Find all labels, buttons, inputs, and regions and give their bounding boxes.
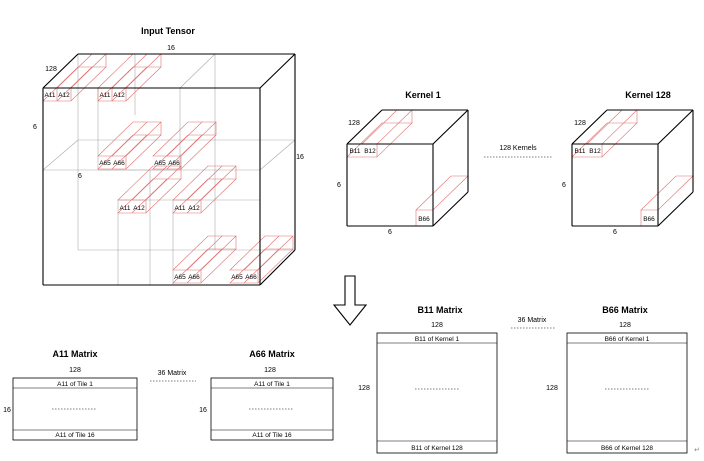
- input-tensor-cube: [42, 53, 296, 286]
- b11-matrix-first-row: B11 of Kernel 1: [415, 336, 460, 343]
- a11-matrix-first-row: A11 of Tile 1: [57, 381, 93, 388]
- kernel-1-height-label: 6: [337, 182, 341, 189]
- input-tensor-depth-label: 128: [45, 66, 57, 73]
- a-matrices-connector: 36 Matrix: [150, 370, 196, 382]
- input-tensor-width-label: 16: [167, 45, 175, 52]
- tile-prism: [152, 121, 217, 170]
- input-tensor-back-grid: [42, 53, 296, 285]
- input-tensor-title: Input Tensor: [141, 26, 195, 36]
- kernel-128-height-label: 6: [562, 182, 566, 189]
- b66-matrix-height-label: 128: [546, 385, 558, 392]
- b11-matrix-last-row: B11 of Kernel 128: [411, 445, 463, 452]
- tile-label: A65: [154, 160, 166, 167]
- b11-matrix-width-label: 128: [431, 322, 443, 329]
- kernel-1-depth-label: 128: [348, 120, 360, 127]
- a11-matrix-last-row: A11 of Tile 16: [55, 432, 95, 439]
- tile-prism: [172, 235, 237, 284]
- kernel-1: Kernel 1 128 6 6 B11 B12 B66: [337, 90, 469, 236]
- tile-label: A12: [188, 205, 200, 212]
- a66-matrix-width-label: 128: [264, 367, 276, 374]
- tile-label: A11: [174, 205, 185, 212]
- kernel-cell-label: B12: [364, 148, 376, 155]
- kernel-128: Kernel 128 128 6 6 B11 B12 B66: [562, 90, 694, 236]
- kernel-128-title: Kernel 128: [625, 90, 671, 100]
- kernel-cell-label: B11: [349, 148, 360, 155]
- tile-label: A66: [245, 274, 257, 281]
- a66-matrix-first-row: A11 of Tile 1: [254, 381, 290, 388]
- tile-label: A12: [113, 92, 125, 99]
- tile-label: A65: [174, 274, 186, 281]
- b66-matrix-last-row: B66 of Kernel 128: [601, 445, 653, 452]
- tile-label: A11: [99, 92, 110, 99]
- input-tensor-tile-labels: A11 A12 A11 A12 A65 A66 A65 A66 A11 A12 …: [44, 92, 257, 281]
- kernel-128-depth-label: 128: [574, 120, 586, 127]
- b-matrix-count-label: 36 Matrix: [518, 317, 547, 324]
- kernel-cell-label: B12: [589, 148, 601, 155]
- a-matrix-count-label: 36 Matrix: [158, 370, 187, 377]
- input-tensor-tile-label: 6: [78, 173, 82, 180]
- tile-label: A66: [113, 160, 125, 167]
- input-tensor: Input Tensor 16 128 6 16 6: [33, 26, 304, 286]
- a66-matrix-height-label: 16: [199, 407, 207, 414]
- kernel-1-width-label: 6: [388, 229, 392, 236]
- a11-matrix-height-label: 16: [3, 407, 11, 414]
- b11-matrix-height-label: 128: [358, 385, 370, 392]
- down-arrow-icon: [332, 275, 368, 326]
- tile-prism: [172, 165, 237, 214]
- kernel-cell-label: B66: [418, 216, 430, 223]
- kernel-cell-label: B66: [643, 216, 655, 223]
- a66-matrix-title: A66 Matrix: [249, 349, 295, 359]
- tile-label: A65: [99, 160, 111, 167]
- b66-matrix: B66 Matrix 128 128 B66 of Kernel 1 B66 o…: [546, 305, 688, 454]
- a11-matrix-title: A11 Matrix: [52, 349, 97, 359]
- tile-label: A66: [168, 160, 180, 167]
- input-tensor-height-label: 6: [33, 124, 37, 131]
- kernels-count-label: 128 Kernels: [499, 145, 537, 152]
- kernel-1-title: Kernel 1: [405, 90, 441, 100]
- kernel-cell-label: B11: [574, 148, 585, 155]
- tile-label: A11: [44, 92, 55, 99]
- tile-label: A12: [133, 205, 145, 212]
- b66-matrix-first-row: B66 of Kernel 1: [605, 336, 650, 343]
- kernel-128-width-label: 6: [613, 229, 617, 236]
- b11-matrix: B11 Matrix 128 128 B11 of Kernel 1 B11 o…: [358, 305, 498, 454]
- return-icon: ↵: [694, 447, 700, 454]
- b66-matrix-title: B66 Matrix: [602, 305, 648, 315]
- kernels-connector: 128 Kernels: [484, 145, 552, 158]
- tile-label: A12: [58, 92, 70, 99]
- b66-matrix-width-label: 128: [619, 322, 631, 329]
- tile-label: A65: [231, 274, 243, 281]
- a11-matrix-width-label: 128: [69, 367, 81, 374]
- b-matrices-connector: 36 Matrix: [511, 317, 555, 329]
- tile-prism: [97, 121, 162, 170]
- b11-matrix-title: B11 Matrix: [417, 305, 462, 315]
- input-tensor-right-label: 16: [296, 154, 304, 161]
- tile-label: A11: [119, 205, 130, 212]
- a66-matrix-last-row: A11 of Tile 16: [252, 432, 292, 439]
- tile-prism: [229, 235, 294, 284]
- a66-matrix: A66 Matrix 128 16 A11 of Tile 1 A11 of T…: [199, 349, 334, 441]
- tile-label: A66: [188, 274, 200, 281]
- a11-matrix: A11 Matrix 128 16 A11 of Tile 1 A11 of T…: [3, 349, 138, 441]
- tile-prism: [117, 165, 182, 214]
